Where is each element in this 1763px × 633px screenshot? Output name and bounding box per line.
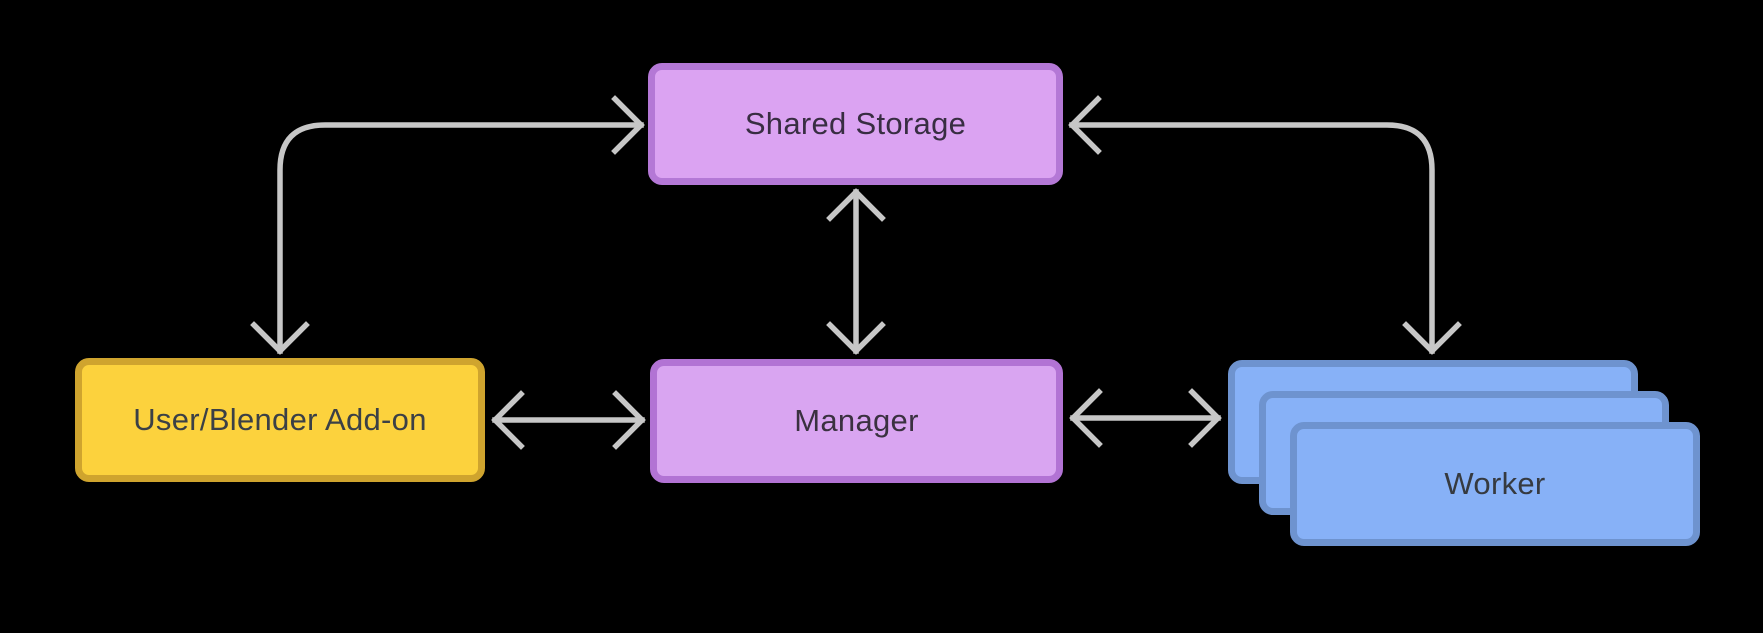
node-worker-label: Worker <box>1444 466 1546 501</box>
arrowhead-into-addon-icon <box>250 321 310 355</box>
arrowhead-right-to-worker-icon <box>1188 388 1222 448</box>
node-user-blender-addon: User/Blender Add-on <box>75 358 485 482</box>
arrowhead-up-to-storage-icon <box>826 188 886 222</box>
edge-worker-storage <box>1068 95 1462 355</box>
edge-manager-worker <box>1069 388 1222 448</box>
arrowhead-down-to-manager-icon <box>826 321 886 355</box>
node-worker: Worker <box>1290 422 1700 546</box>
edge-addon-storage-path <box>277 122 644 354</box>
arrowhead-left-to-addon-icon <box>491 390 525 450</box>
node-user-blender-addon-label: User/Blender Add-on <box>133 402 427 437</box>
node-manager-label: Manager <box>794 403 919 438</box>
node-manager: Manager <box>650 359 1063 483</box>
arrowhead-right-to-manager-icon <box>612 390 646 450</box>
node-shared-storage: Shared Storage <box>648 63 1063 185</box>
node-shared-storage-label: Shared Storage <box>744 106 967 141</box>
edge-addon-storage <box>250 95 645 355</box>
arrowhead-into-shared-storage-left-icon <box>611 95 645 155</box>
edge-storage-manager <box>826 188 886 355</box>
edge-worker-storage-path <box>1069 122 1435 354</box>
arrowhead-into-worker-icon <box>1402 321 1462 355</box>
arrowhead-into-shared-storage-right-icon <box>1068 95 1102 155</box>
arrowhead-left-to-manager-icon <box>1069 388 1103 448</box>
edge-addon-manager <box>491 390 646 450</box>
